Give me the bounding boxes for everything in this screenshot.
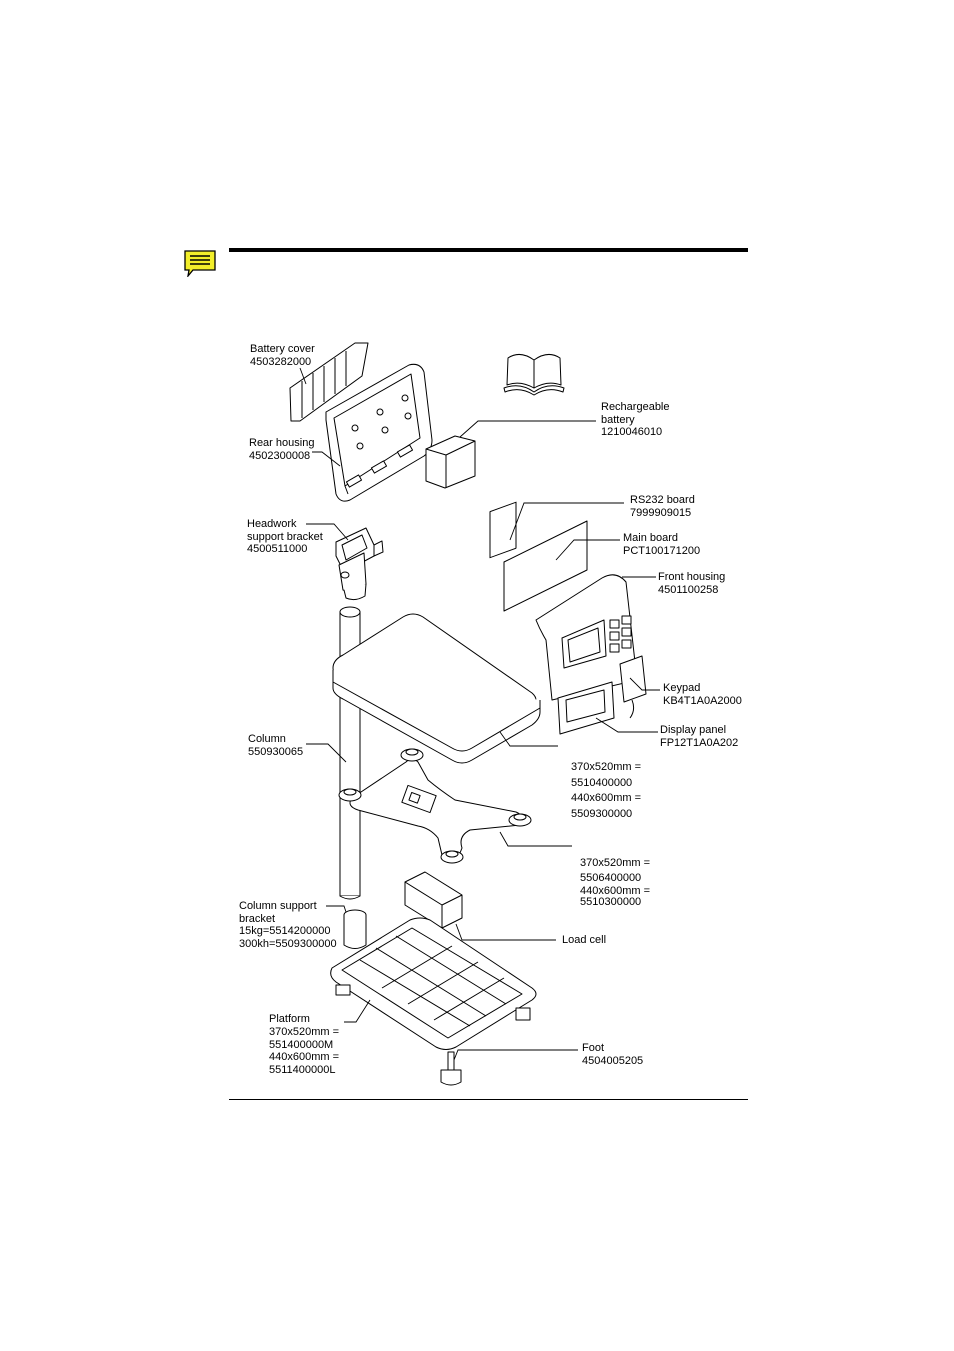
column-support-label: Column support bracket 15kg=5514200000 3…	[239, 900, 337, 950]
column-support-name-2: bracket	[239, 912, 276, 925]
spider-code-2: 5510300000	[580, 896, 642, 908]
foot-name: Foot	[582, 1042, 605, 1054]
platform-code-1: 551400000M	[269, 1038, 334, 1051]
headwork-bracket-label: Headwork support bracket 4500511000	[247, 518, 323, 556]
spider-code-1: 5506400000	[580, 871, 642, 884]
pan-code-2: 5509300000	[571, 807, 633, 820]
load-cell-name: Load cell	[562, 934, 607, 946]
column-support-code-2: 300kh=5509300000	[239, 937, 337, 950]
headwork-bracket-name-2: support bracket	[247, 530, 323, 543]
platform-name: Platform	[269, 1013, 310, 1025]
battery-cover-name: Battery cover	[250, 343, 315, 355]
pan-label: 370x520mm = 5510400000 440x600mm = 55093…	[571, 760, 641, 822]
headwork-bracket-name-1: Headwork	[247, 518, 297, 530]
platform-label: Platform 370x520mm = 551400000M 440x600m…	[269, 1013, 339, 1077]
platform-size-2: 440x600mm =	[269, 1051, 340, 1064]
spider-label: 370x520mm = 5506400000 440x600mm = 55103…	[580, 856, 651, 908]
headwork-bracket-code: 4500511000	[247, 543, 308, 555]
display-panel-name: Display panel	[660, 724, 727, 736]
column-name: Column	[248, 733, 286, 745]
open-book-icon	[503, 354, 565, 396]
keypad-name: Keypad	[663, 682, 701, 694]
leader-lines	[299, 367, 660, 1061]
rechargeable-battery-label: Rechargeable battery 1210046010	[601, 401, 670, 439]
rechargeable-battery-part	[425, 435, 476, 489]
rear-housing-name: Rear housing	[249, 437, 315, 449]
foot-part	[440, 1051, 462, 1086]
foot-code: 4504005205	[582, 1054, 644, 1067]
rechargeable-battery-name-2: battery	[601, 413, 635, 426]
battery-cover-part	[289, 342, 369, 422]
headwork-bracket-part	[335, 527, 384, 601]
battery-cover-code: 4503282000	[250, 355, 312, 368]
pan-size-2: 440x600mm =	[571, 792, 642, 804]
main-board-code: PCT100171200	[623, 544, 701, 557]
pan-code-1: 5510400000	[571, 776, 633, 789]
bottom-rule	[229, 1099, 748, 1100]
rs232-board-name: RS232 board	[630, 494, 695, 506]
column-support-name-1: Column support	[239, 900, 317, 912]
battery-cover-label: Battery cover 4503282000	[250, 343, 315, 368]
display-panel-code: FP12T1A0A202	[660, 736, 739, 749]
display-panel-label: Display panel FP12T1A0A202	[660, 724, 738, 749]
column-support-code-1: 15kg=5514200000	[239, 925, 331, 937]
column-label: Column 550930065	[248, 733, 303, 758]
main-board-label: Main board PCT100171200	[623, 532, 700, 557]
pan-size-1: 370x520mm =	[571, 761, 642, 773]
note-icon	[183, 249, 217, 279]
foot-label: Foot 4504005205	[582, 1042, 643, 1067]
rs232-board-part	[489, 501, 517, 559]
spider-size-1: 370x520mm =	[580, 857, 651, 869]
platform-part	[330, 917, 537, 1050]
spider-size-2: 440x600mm =	[580, 885, 651, 897]
pan-part	[332, 613, 541, 764]
platform-size-1: 370x520mm =	[269, 1025, 340, 1038]
column-code: 550930065	[248, 745, 304, 758]
front-housing-label: Front housing 4501100258	[658, 571, 725, 596]
rs232-board-code: 7999909015	[630, 506, 692, 519]
top-rule	[229, 248, 748, 252]
platform-code-2: 5511400000L	[269, 1064, 336, 1077]
rear-housing-part	[325, 363, 433, 502]
rechargeable-battery-code: 1210046010	[601, 426, 663, 438]
rear-housing-label: Rear housing 4502300008	[249, 437, 314, 462]
rs232-board-label: RS232 board 7999909015	[630, 494, 695, 519]
rear-housing-code: 4502300008	[249, 449, 311, 462]
keypad-label: Keypad KB4T1A0A2000	[663, 682, 742, 707]
load-cell-part	[404, 871, 463, 929]
front-housing-name: Front housing	[658, 571, 726, 583]
front-housing-code: 4501100258	[658, 583, 719, 596]
main-board-name: Main board	[623, 532, 679, 544]
keypad-part	[619, 655, 647, 719]
keypad-code: KB4T1A0A2000	[663, 694, 742, 707]
main-board-part	[503, 520, 588, 612]
column-support-bracket-part	[343, 909, 367, 949]
front-housing-part	[535, 574, 638, 701]
load-cell-label: Load cell	[562, 934, 606, 947]
spider-frame-part	[338, 748, 532, 864]
rechargeable-battery-name-1: Rechargeable	[601, 401, 670, 413]
